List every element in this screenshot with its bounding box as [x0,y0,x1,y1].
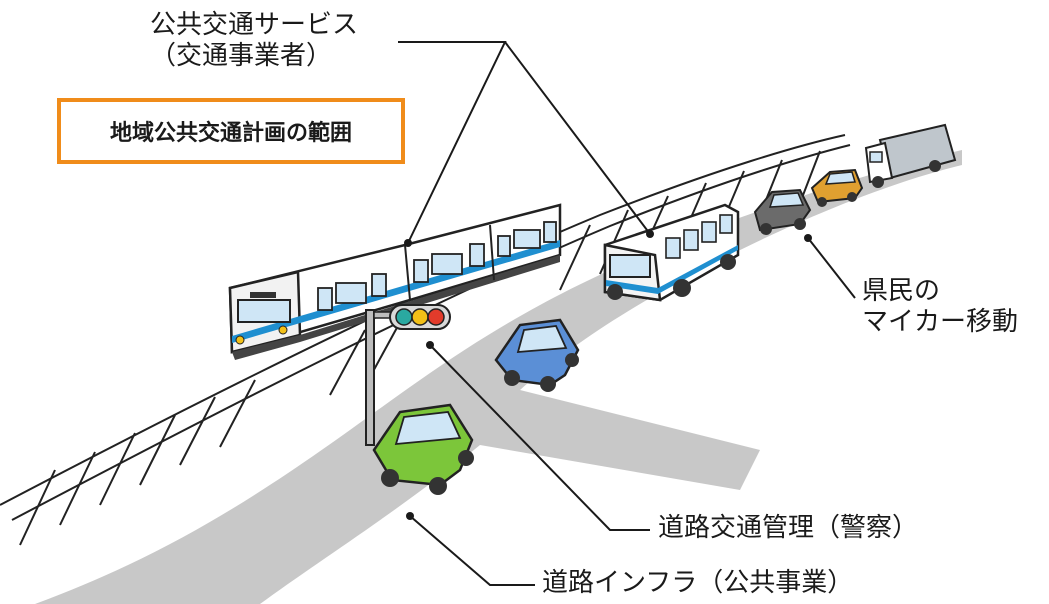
label-road-infrastructure: 道路インフラ（公共事業） [542,568,854,598]
scope-box-label: 地域公共交通計画の範囲 [109,121,352,146]
label-car-line1: 県民の [862,276,941,306]
label-public-transport: 公共交通サービス （交通事業者） [150,10,358,71]
leader-car [807,237,856,299]
label-public-transport-line1: 公共交通サービス [150,10,359,40]
signal-red-light [427,308,445,326]
bus [603,203,740,302]
label-traffic-management: 道路交通管理（警察） [658,513,919,543]
leader-road [409,515,535,586]
leader-traffic [429,344,650,531]
car-gray [753,188,812,235]
signal-green-light [395,308,413,326]
bus-stripe [606,245,738,294]
car-green [372,403,474,495]
traffic-signal [365,304,451,446]
car-blue [494,318,580,392]
train [228,203,562,360]
truck [864,123,957,188]
main-road [35,150,962,604]
leader-public-transport [398,41,651,244]
label-car-travel: 県民の マイカー移動 [862,276,1018,337]
label-car-line2: マイカー移動 [862,306,1019,337]
car-orange [810,168,864,207]
leader-lines [398,41,856,586]
label-public-transport-line2: （交通事業者） [150,40,333,71]
road [35,150,962,604]
signal-yellow-light [411,308,429,326]
scope-box: 地域公共交通計画の範囲 [57,98,405,164]
